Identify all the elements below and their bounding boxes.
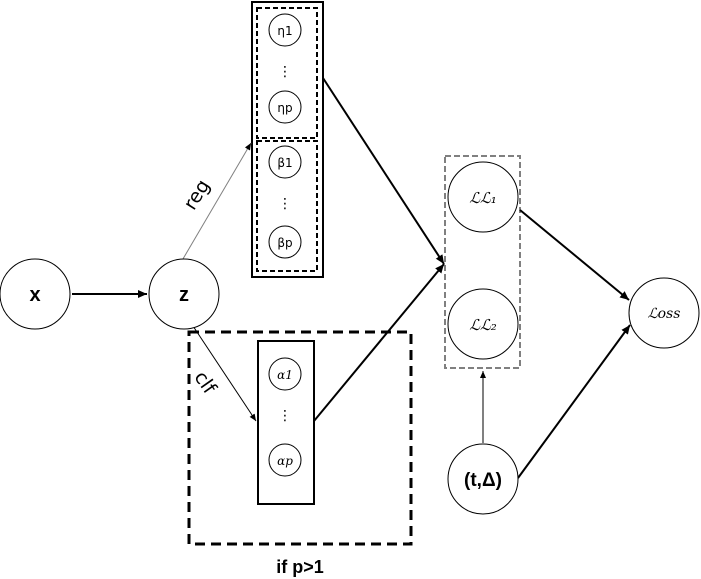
node-betap <box>268 225 302 259</box>
node-z-label: z <box>179 284 189 306</box>
node-ll1 <box>447 161 519 233</box>
node-ll1-label: ℒℒ₁ <box>469 189 497 207</box>
eta-dots: ⋮ <box>278 64 292 80</box>
node-z <box>148 258 220 330</box>
node-t-delta <box>447 443 519 515</box>
node-etap-label: ηp <box>277 101 292 115</box>
node-eta1 <box>268 13 302 47</box>
eta-dashed-box <box>256 7 318 139</box>
node-loss <box>628 277 700 349</box>
node-beta1 <box>268 145 302 179</box>
alpha-dots: ⋮ <box>278 408 292 424</box>
edge-label-reg: reg <box>179 176 214 214</box>
node-beta1-label: β1 <box>277 156 292 170</box>
node-t-delta-label: (t,Δ) <box>464 470 502 491</box>
ll-dashed-box <box>444 155 521 369</box>
node-alpha1 <box>268 357 302 391</box>
node-etap <box>268 90 302 124</box>
beta-dashed-box <box>256 140 318 272</box>
edge-eta-ll <box>322 77 445 265</box>
node-alpha1-label: α1 <box>277 368 293 382</box>
node-alphap-label: αp <box>277 454 293 468</box>
node-x <box>0 258 71 330</box>
node-x-label: x <box>29 284 40 306</box>
edge-tdelta-loss <box>517 324 631 479</box>
edge-z-clf <box>192 325 257 422</box>
node-ll2-label: ℒℒ₂ <box>469 316 497 334</box>
node-betap-label: βp <box>277 236 292 250</box>
node-loss-label: ℒoss <box>648 306 681 322</box>
node-ll2 <box>447 288 519 360</box>
beta-dots: ⋮ <box>278 196 292 212</box>
edge-alpha-ll <box>313 263 445 422</box>
if-condition-dashed-box <box>187 330 413 546</box>
node-alphap <box>268 443 302 477</box>
edge-ll1-loss <box>519 209 630 301</box>
node-eta1-label: η1 <box>277 24 292 38</box>
eta-beta-outer-box <box>251 1 324 278</box>
if-condition-label: if p>1 <box>276 557 324 577</box>
edge-label-clf: clf <box>189 367 221 399</box>
edge-z-reg <box>179 142 252 265</box>
